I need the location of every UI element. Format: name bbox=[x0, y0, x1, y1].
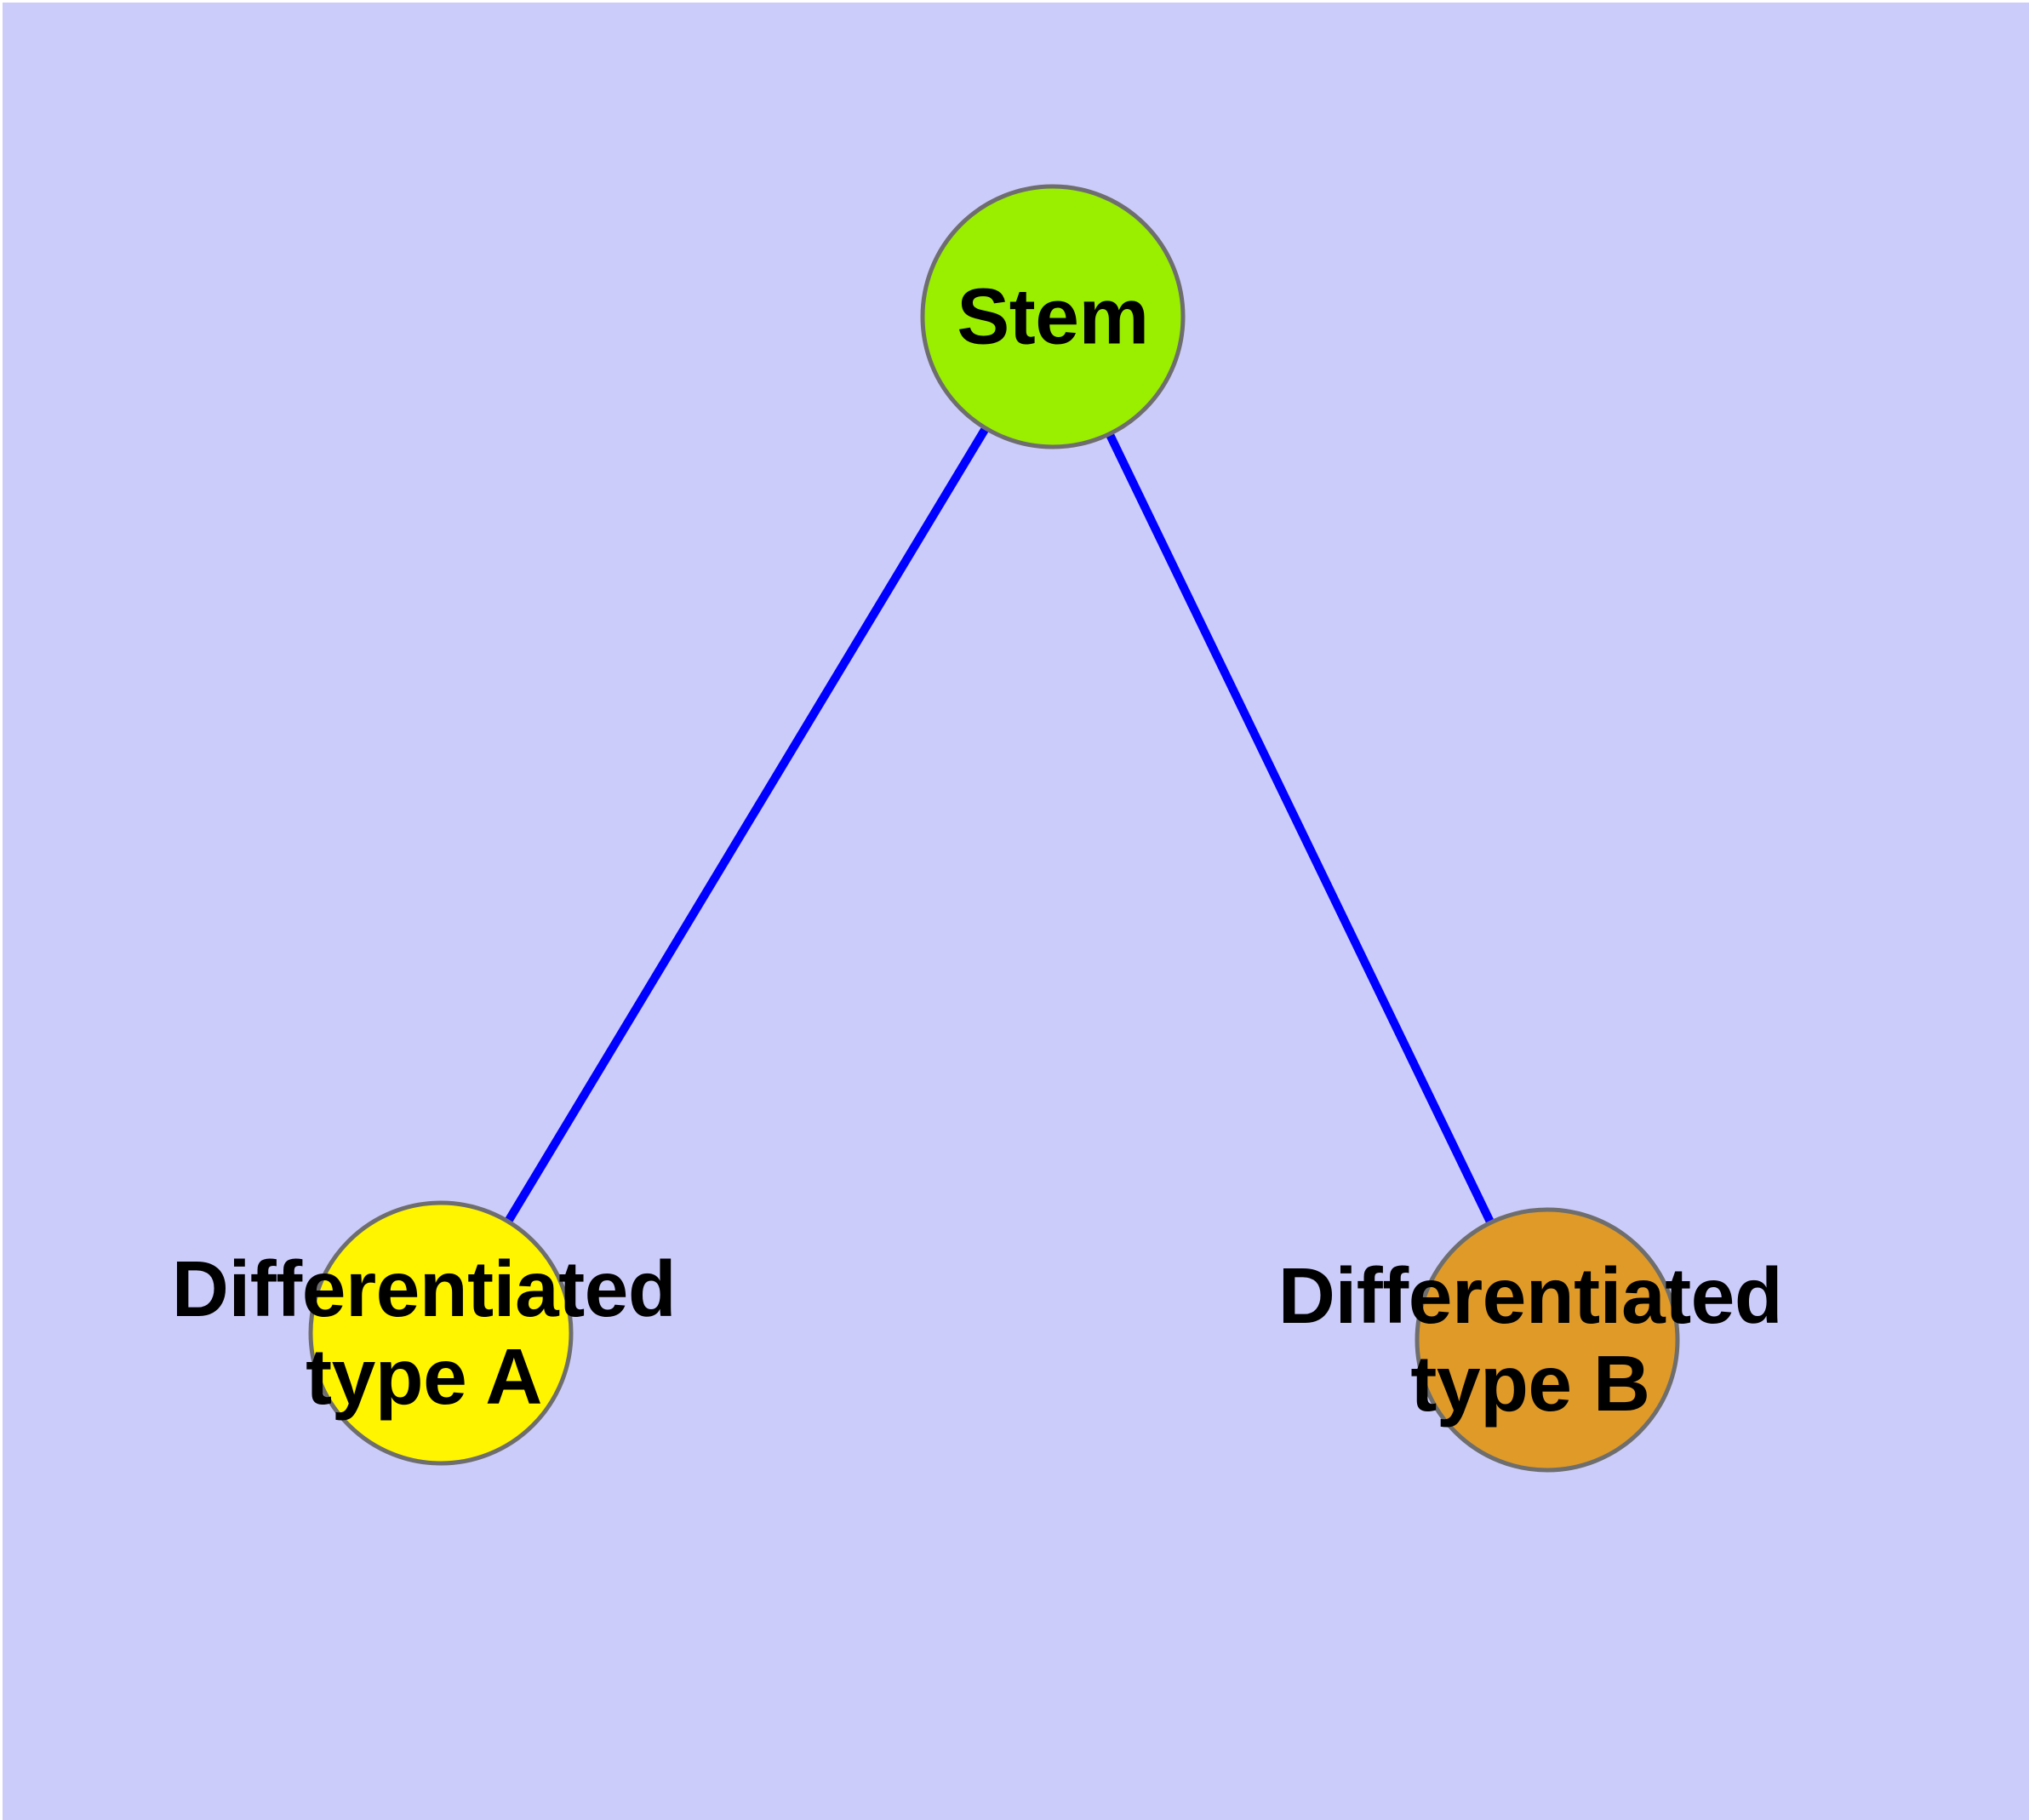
node-layer bbox=[308, 184, 1680, 1473]
edge-stem-to-differentiated-type-a bbox=[437, 314, 1057, 1336]
edge-layer bbox=[437, 314, 1552, 1342]
node-circle-differentiated-type-b[interactable] bbox=[1415, 1207, 1680, 1473]
edge-stem-to-differentiated-type-b bbox=[1049, 314, 1552, 1342]
node-circle-stem[interactable] bbox=[920, 184, 1186, 449]
node-circle-differentiated-type-a[interactable] bbox=[308, 1200, 574, 1466]
